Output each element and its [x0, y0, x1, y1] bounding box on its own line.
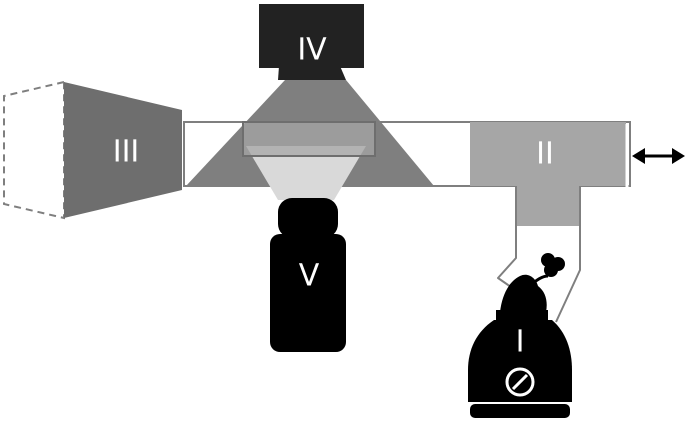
humidifier-base [470, 404, 570, 418]
humidifier-neck [496, 310, 548, 322]
vapor-blob-3 [544, 263, 558, 277]
fan-body [64, 82, 182, 218]
light-beam [246, 146, 366, 200]
dial-knob-icon [505, 367, 535, 397]
humidifier-body [468, 320, 572, 402]
fan-dashed-outline [3, 80, 65, 220]
knob-indicator [511, 373, 529, 391]
camera-lens-mount [278, 66, 346, 80]
sample-window [242, 121, 376, 157]
humidifier: I [468, 274, 572, 418]
camera-body [259, 4, 364, 68]
camera: IV [259, 4, 364, 80]
light-source-head [278, 198, 338, 238]
arrow-head-left [632, 148, 645, 164]
knob-ring [505, 367, 535, 397]
fan-label: III [113, 135, 140, 170]
camera-label: IV [297, 33, 327, 68]
arrow-head-right [672, 148, 685, 164]
chamber-label: II [536, 137, 554, 172]
double-headed-arrow-icon [632, 148, 685, 164]
light-source-label: V [299, 259, 320, 294]
chamber: II [470, 122, 629, 226]
humidifier-nozzle [500, 274, 547, 312]
chamber-stem [516, 184, 580, 226]
light-source: V [270, 198, 346, 352]
humidifier-label: I [516, 325, 525, 360]
light-source-body [270, 234, 346, 352]
fan-unit: III [3, 80, 182, 220]
humidifier-tube-right [555, 186, 581, 323]
chamber-top [470, 122, 626, 186]
